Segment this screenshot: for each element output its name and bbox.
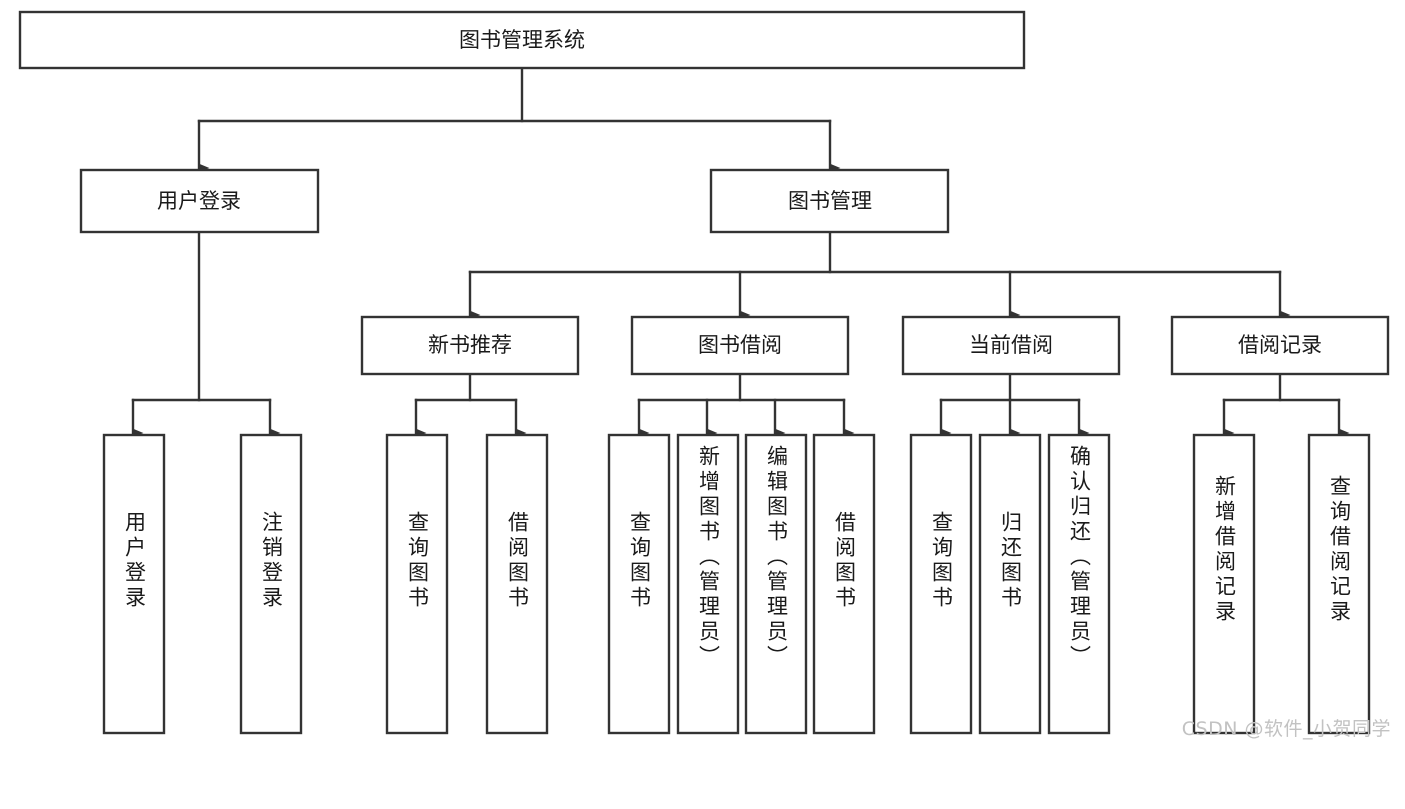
node-leaf-user-login-box[interactable] — [102, 433, 166, 735]
node-root[interactable]: 图书管理系统 — [18, 10, 1026, 70]
node-current-borrow-label: 当前借阅 — [969, 333, 1053, 357]
node-current-borrow-box[interactable] — [901, 315, 1121, 376]
edge-group-book-manage — [468, 231, 1291, 320]
node-book-borrow[interactable]: 图书借阅 — [630, 315, 850, 376]
node-borrow-record-label: 借阅记录 — [1238, 333, 1322, 357]
node-root-label: 图书管理系统 — [459, 28, 585, 52]
node-leaf-borrow-book-2-box[interactable] — [812, 433, 876, 735]
leaf-boxes — [102, 433, 1371, 735]
node-borrow-record[interactable]: 借阅记录 — [1170, 315, 1390, 376]
edge-group-new-book-rec — [414, 373, 527, 438]
node-new-book-rec-label: 新书推荐 — [428, 333, 512, 357]
edge-group-book-borrow — [637, 373, 855, 438]
node-new-book-rec-box[interactable] — [360, 315, 580, 376]
edge-group-root — [197, 66, 841, 173]
node-book-manage-box[interactable] — [709, 168, 950, 234]
node-leaf-query-book-3-box[interactable] — [909, 433, 973, 735]
node-new-book-rec[interactable]: 新书推荐 — [360, 315, 580, 376]
node-leaf-edit-book-box[interactable] — [744, 433, 808, 735]
node-leaf-query-record-box[interactable] — [1307, 433, 1371, 735]
node-leaf-return-book-box[interactable] — [978, 433, 1042, 735]
node-leaf-confirm-return-box[interactable] — [1047, 433, 1111, 735]
edge-group-current-borrow — [939, 373, 1090, 438]
node-leaf-add-record-box[interactable] — [1192, 433, 1256, 735]
node-leaf-query-book-2-box[interactable] — [607, 433, 671, 735]
node-user-login-label: 用户登录 — [157, 189, 241, 213]
tree-diagram-svg: 图书管理系统 用户登录 图书管理 新书推荐 图书借阅 当前借阅 借阅记录 — [18, 10, 1390, 735]
node-leaf-logout-box[interactable] — [239, 433, 303, 735]
node-book-manage-label: 图书管理 — [788, 189, 872, 213]
node-book-borrow-box[interactable] — [630, 315, 850, 376]
node-leaf-query-book-1-box[interactable] — [385, 433, 449, 735]
csdn-watermark: CSDN @软件_小贺同学 — [1181, 718, 1391, 740]
node-borrow-record-box[interactable] — [1170, 315, 1390, 376]
diagram-canvas: 图书管理系统 用户登录 图书管理 新书推荐 图书借阅 当前借阅 借阅记录 — [18, 10, 1391, 740]
node-leaf-add-book-box[interactable] — [676, 433, 740, 735]
edge-group-borrow-record — [1222, 373, 1350, 438]
node-user-login-box[interactable] — [79, 168, 320, 234]
node-book-borrow-label: 图书借阅 — [698, 333, 782, 357]
node-root-box[interactable] — [18, 10, 1026, 70]
node-user-login[interactable]: 用户登录 — [79, 168, 320, 234]
node-leaf-borrow-book-1-box[interactable] — [485, 433, 549, 735]
node-book-manage[interactable]: 图书管理 — [709, 168, 950, 234]
edge-group-user-login — [131, 231, 281, 438]
node-current-borrow[interactable]: 当前借阅 — [901, 315, 1121, 376]
